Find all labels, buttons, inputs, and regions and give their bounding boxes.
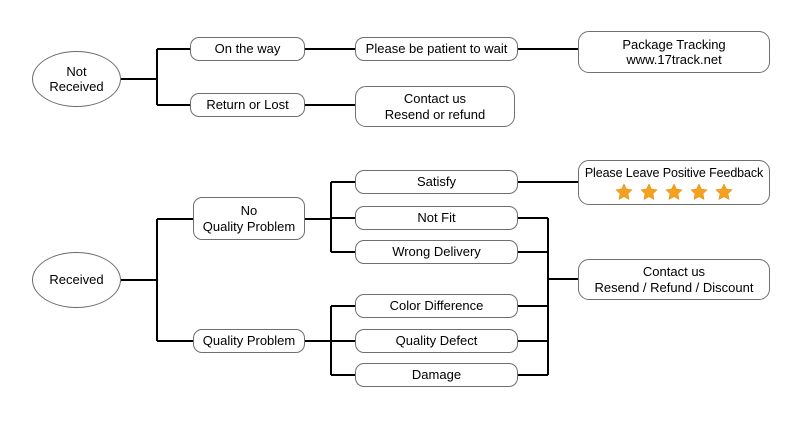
node-received-label: Received [49, 272, 104, 288]
node-on-the-way-label: On the way [214, 41, 281, 57]
node-damage[interactable]: Damage [355, 363, 518, 387]
node-wrong-delivery[interactable]: Wrong Delivery [355, 240, 518, 264]
node-not-fit[interactable]: Not Fit [355, 206, 518, 230]
node-quality-defect-label: Quality Defect [395, 333, 478, 349]
node-not-received-label: Not Received [49, 63, 104, 94]
node-not-fit-label: Not Fit [417, 210, 456, 226]
node-quality-problem[interactable]: Quality Problem [193, 329, 305, 353]
node-contact-us-resend-or-refund-label: Contact us Resend or refund [384, 91, 486, 122]
node-satisfy[interactable]: Satisfy [355, 170, 518, 194]
star-icon[interactable] [614, 182, 634, 202]
node-contact-us-resend-refund-discount[interactable]: Contact us Resend / Refund / Discount [578, 259, 770, 300]
node-damage-label: Damage [411, 367, 462, 383]
node-wrong-delivery-label: Wrong Delivery [392, 244, 481, 260]
node-satisfy-label: Satisfy [416, 174, 456, 190]
node-not-received[interactable]: Not Received [32, 51, 121, 107]
node-on-the-way[interactable]: On the way [190, 37, 305, 61]
node-please-be-patient-to-wait-label: Please be patient to wait [365, 41, 508, 57]
node-quality-problem-label: Quality Problem [202, 333, 296, 349]
star-icon[interactable] [689, 182, 709, 202]
node-received[interactable]: Received [32, 252, 121, 308]
node-return-or-lost-label: Return or Lost [206, 97, 289, 113]
feedback-title: Please Leave Positive Feedback [584, 165, 764, 180]
node-color-difference-label: Color Difference [389, 298, 484, 314]
node-package-tracking[interactable]: Package Tracking www.17track.net [578, 31, 770, 73]
node-package-tracking-label: Package Tracking www.17track.net [622, 36, 726, 67]
node-please-leave-positive-feedback[interactable]: Please Leave Positive Feedback [578, 160, 770, 205]
node-quality-defect[interactable]: Quality Defect [355, 329, 518, 353]
star-icon[interactable] [664, 182, 684, 202]
node-contact-us-resend-refund-discount-label: Contact us Resend / Refund / Discount [594, 264, 754, 295]
node-no-quality-problem[interactable]: No Quality Problem [193, 197, 305, 240]
star-icon[interactable] [639, 182, 659, 202]
node-contact-us-resend-or-refund[interactable]: Contact us Resend or refund [355, 86, 515, 127]
star-icon[interactable] [714, 182, 734, 202]
star-rating[interactable] [614, 182, 734, 202]
node-return-or-lost[interactable]: Return or Lost [190, 93, 305, 117]
node-no-quality-problem-label: No Quality Problem [202, 203, 296, 234]
node-color-difference[interactable]: Color Difference [355, 294, 518, 318]
node-please-be-patient-to-wait[interactable]: Please be patient to wait [355, 37, 518, 61]
